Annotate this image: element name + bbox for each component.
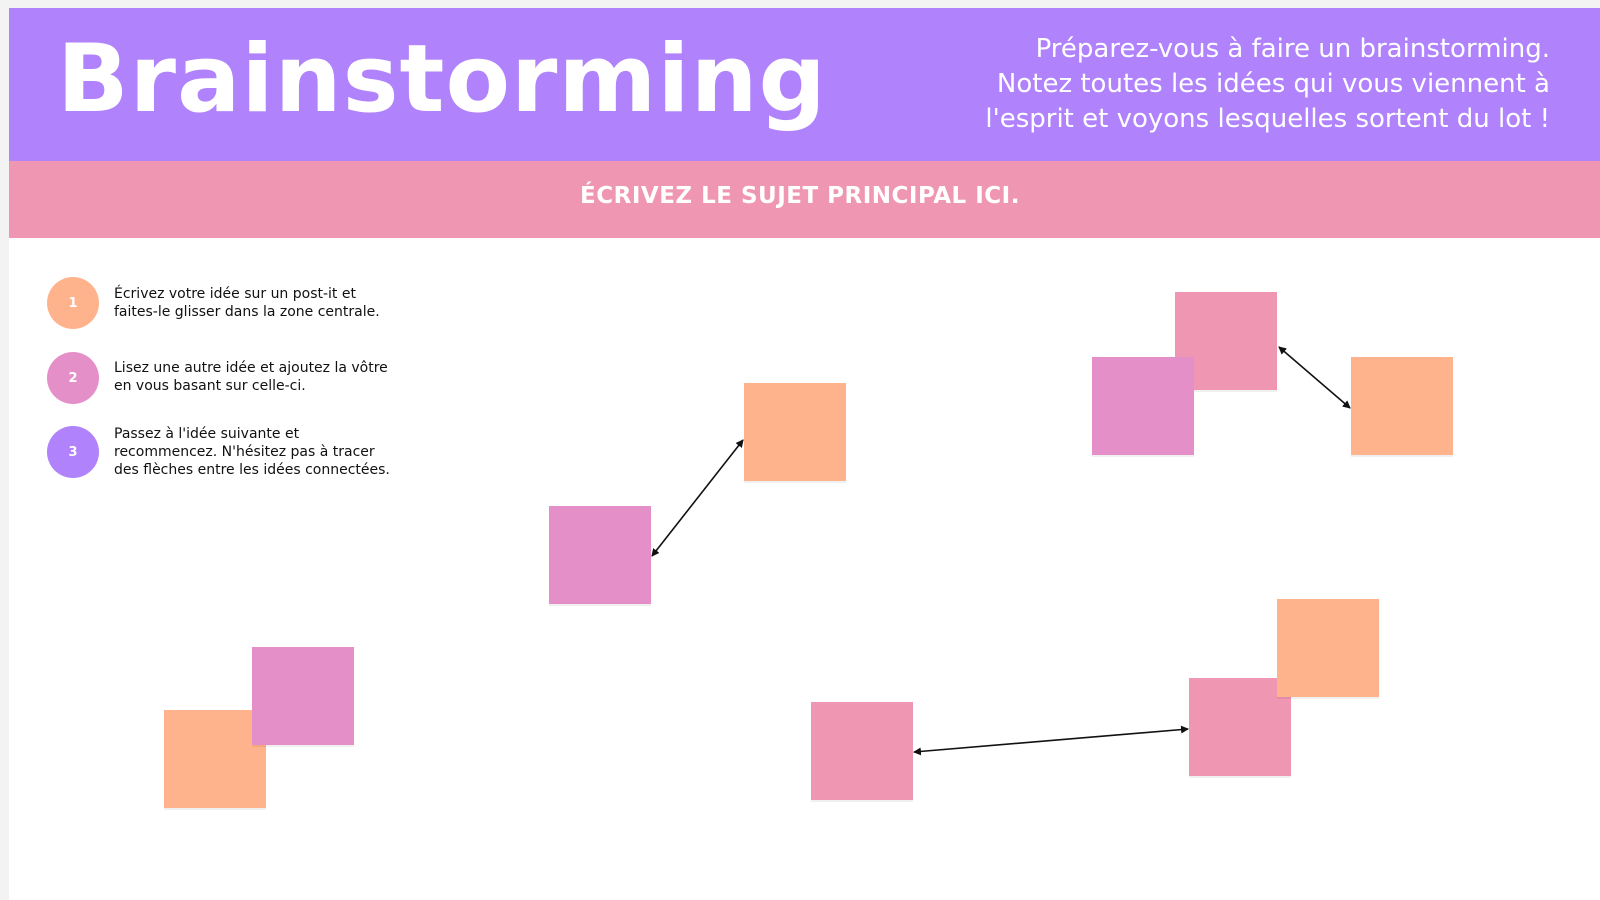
step-line: Passez à l'idée suivante et <box>114 426 300 442</box>
step-number: 1 <box>68 295 78 311</box>
connector-arrow[interactable] <box>913 725 1189 756</box>
step-1-text: Écrivez votre idée sur un post-it et fai… <box>114 285 414 321</box>
connector-arrow[interactable] <box>1278 346 1351 409</box>
page-title: Brainstorming <box>57 25 827 134</box>
sticky-note-magenta[interactable] <box>1092 357 1194 455</box>
step-line: Lisez une autre idée et ajoutez la vôtre <box>114 360 388 376</box>
sticky-note-orange[interactable] <box>1351 357 1453 455</box>
step-number: 2 <box>68 370 78 386</box>
subtitle-line: Préparez-vous à faire un brainstorming. <box>1035 34 1550 64</box>
step-3-badge: 3 <box>47 426 99 478</box>
step-2-text: Lisez une autre idée et ajoutez la vôtre… <box>114 359 414 395</box>
step-1-badge: 1 <box>47 277 99 329</box>
sticky-note-orange[interactable] <box>1277 599 1379 697</box>
sticky-note-magenta[interactable] <box>252 647 354 745</box>
header-instructions: Préparez-vous à faire un brainstorming. … <box>910 32 1550 137</box>
step-line: recommencez. N'hésitez pas à tracer <box>114 444 375 460</box>
sticky-note-pink[interactable] <box>1189 678 1291 776</box>
step-line: faites-le glisser dans la zone centrale. <box>114 304 380 320</box>
main-topic-text[interactable]: ÉCRIVEZ LE SUJET PRINCIPAL ICI. <box>580 183 1020 209</box>
step-line: des flèches entre les idées connectées. <box>114 462 390 478</box>
sticky-note-orange[interactable] <box>164 710 266 808</box>
sticky-note-pink[interactable] <box>811 702 913 800</box>
step-line: Écrivez votre idée sur un post-it et <box>114 286 356 302</box>
step-3-text: Passez à l'idée suivante et recommencez.… <box>114 425 414 479</box>
step-2-badge: 2 <box>47 352 99 404</box>
subtitle-line: l'esprit et voyons lesquelles sortent du… <box>985 104 1550 134</box>
header-banner: Brainstorming Préparez-vous à faire un b… <box>9 8 1600 161</box>
sticky-note-magenta[interactable] <box>549 506 651 604</box>
step-line: en vous basant sur celle-ci. <box>114 378 306 394</box>
subtitle-line: Notez toutes les idées qui vous viennent… <box>996 69 1550 99</box>
step-number: 3 <box>68 444 78 460</box>
connector-arrow[interactable] <box>651 439 744 557</box>
sticky-note-orange[interactable] <box>744 383 846 481</box>
main-topic-banner[interactable]: ÉCRIVEZ LE SUJET PRINCIPAL ICI. <box>9 161 1600 238</box>
brainstorm-board: Brainstorming Préparez-vous à faire un b… <box>9 8 1600 900</box>
